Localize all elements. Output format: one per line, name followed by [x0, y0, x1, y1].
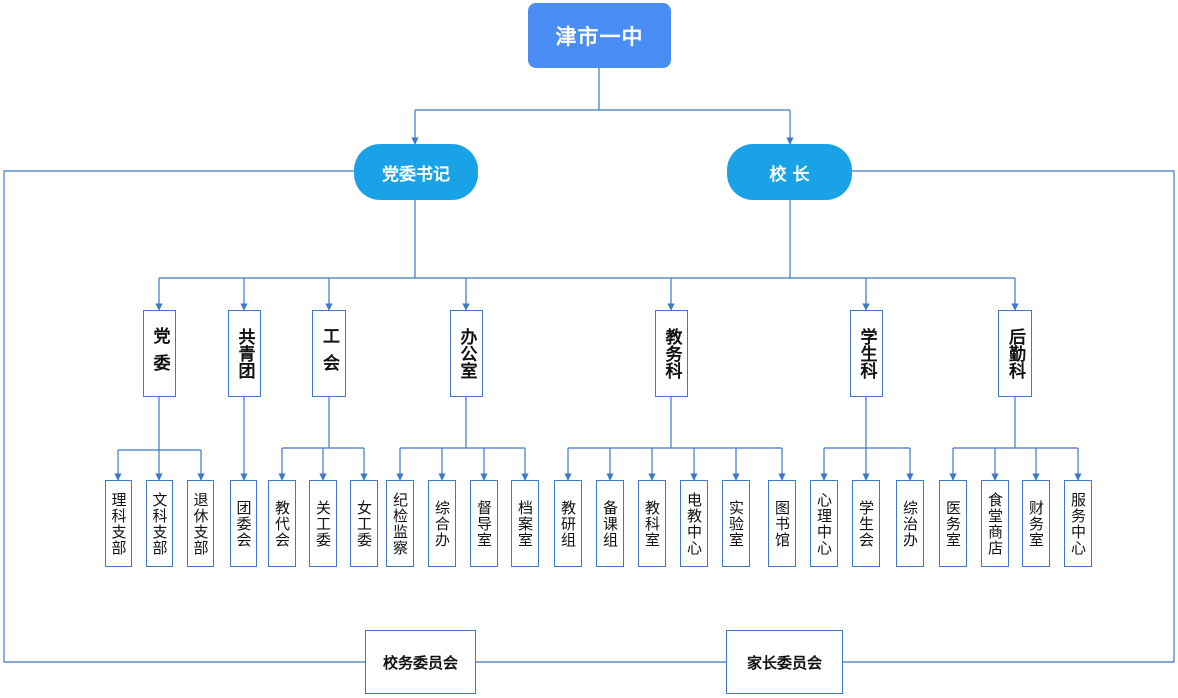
- sub-unit-audiovisual-center: 电教中心: [680, 480, 708, 567]
- sub-unit-library: 图书馆: [768, 480, 796, 567]
- sub-unit-label: 综合办: [433, 499, 451, 548]
- department-label: 学生科: [856, 328, 877, 379]
- sub-unit-label: 退休支部: [191, 491, 210, 556]
- sub-unit-discipline-inspection: 纪检监察: [386, 480, 414, 567]
- sub-unit-retiree-branch: 退休支部: [187, 480, 214, 567]
- sub-unit-counseling-center: 心理中心: [810, 480, 838, 567]
- department-label: 党委: [149, 326, 170, 381]
- department-office: 办公室: [450, 310, 483, 397]
- principal-node: 校 长: [727, 144, 852, 200]
- sub-unit-laboratory: 实验室: [722, 480, 750, 567]
- sub-unit-lesson-prep-group: 备课组: [596, 480, 624, 567]
- sub-unit-security-office: 综治办: [896, 480, 924, 567]
- department-academic-affairs: 教务科: [655, 310, 688, 397]
- sub-unit-archives-room: 档案室: [511, 480, 539, 567]
- department-label: 办公室: [456, 328, 477, 379]
- sub-unit-label: 实验室: [727, 499, 745, 548]
- sub-unit-label: 医务室: [944, 499, 962, 548]
- sub-unit-science-branch: 理科支部: [105, 480, 132, 567]
- department-logistics: 后勤科: [998, 310, 1032, 397]
- sub-unit-label: 图书馆: [773, 499, 791, 548]
- sub-unit-label: 电教中心: [685, 491, 703, 556]
- department-party-committee: 党委: [143, 310, 176, 397]
- sub-unit-label: 理科支部: [109, 491, 128, 556]
- sub-unit-label: 教代会: [273, 499, 291, 548]
- sub-unit-label: 文科支部: [150, 491, 169, 556]
- sub-unit-label: 纪检监察: [391, 491, 409, 556]
- sub-unit-label: 综治办: [901, 499, 919, 548]
- sub-unit-supervision-office: 督导室: [470, 480, 498, 567]
- sub-unit-service-center: 服务中心: [1064, 480, 1092, 567]
- sub-unit-label: 心理中心: [815, 491, 833, 556]
- sub-unit-label: 关工委: [314, 499, 332, 548]
- sub-unit-label: 服务中心: [1069, 491, 1087, 556]
- sub-unit-label: 档案室: [516, 499, 534, 548]
- department-youth-league: 共青团: [228, 310, 261, 397]
- sub-unit-label: 团委会: [234, 499, 253, 548]
- sub-unit-arts-branch: 文科支部: [146, 480, 173, 567]
- sub-unit-teaching-research-group: 教研组: [554, 480, 582, 567]
- sub-unit-label: 教研组: [559, 499, 577, 548]
- sub-unit-student-union: 学生会: [852, 480, 880, 567]
- party-secretary-node: 党委书记: [354, 144, 478, 200]
- sub-unit-label: 财务室: [1027, 499, 1045, 548]
- sub-unit-league-committee: 团委会: [230, 480, 257, 567]
- sub-unit-finance-office: 财务室: [1022, 480, 1050, 567]
- sub-unit-label: 学生会: [857, 499, 875, 548]
- sub-unit-clinic: 医务室: [939, 480, 967, 567]
- department-label: 后勤科: [1005, 328, 1025, 379]
- sub-unit-canteen-store: 食堂商店: [981, 480, 1009, 567]
- sub-unit-education-science-office: 教科室: [638, 480, 666, 567]
- root-node: 津市一中: [528, 3, 671, 68]
- sub-unit-general-office: 综合办: [428, 480, 456, 567]
- sub-unit-label: 备课组: [601, 499, 619, 548]
- sub-unit-youth-care-committee: 关工委: [309, 480, 337, 567]
- department-label: 共青团: [234, 328, 255, 379]
- parents-committee: 家长委员会: [726, 630, 843, 694]
- sub-unit-label: 教科室: [643, 499, 661, 548]
- sub-unit-label: 食堂商店: [986, 491, 1004, 556]
- department-student-affairs: 学生科: [850, 310, 883, 397]
- school-affairs-committee: 校务委员会: [365, 630, 476, 694]
- sub-unit-label: 女工委: [355, 499, 373, 548]
- department-label: 教务科: [661, 328, 682, 379]
- department-trade-union: 工会: [312, 310, 346, 397]
- department-label: 工会: [319, 326, 339, 381]
- sub-unit-women-workers-committee: 女工委: [350, 480, 378, 567]
- sub-unit-staff-congress: 教代会: [268, 480, 296, 567]
- sub-unit-label: 督导室: [475, 499, 493, 548]
